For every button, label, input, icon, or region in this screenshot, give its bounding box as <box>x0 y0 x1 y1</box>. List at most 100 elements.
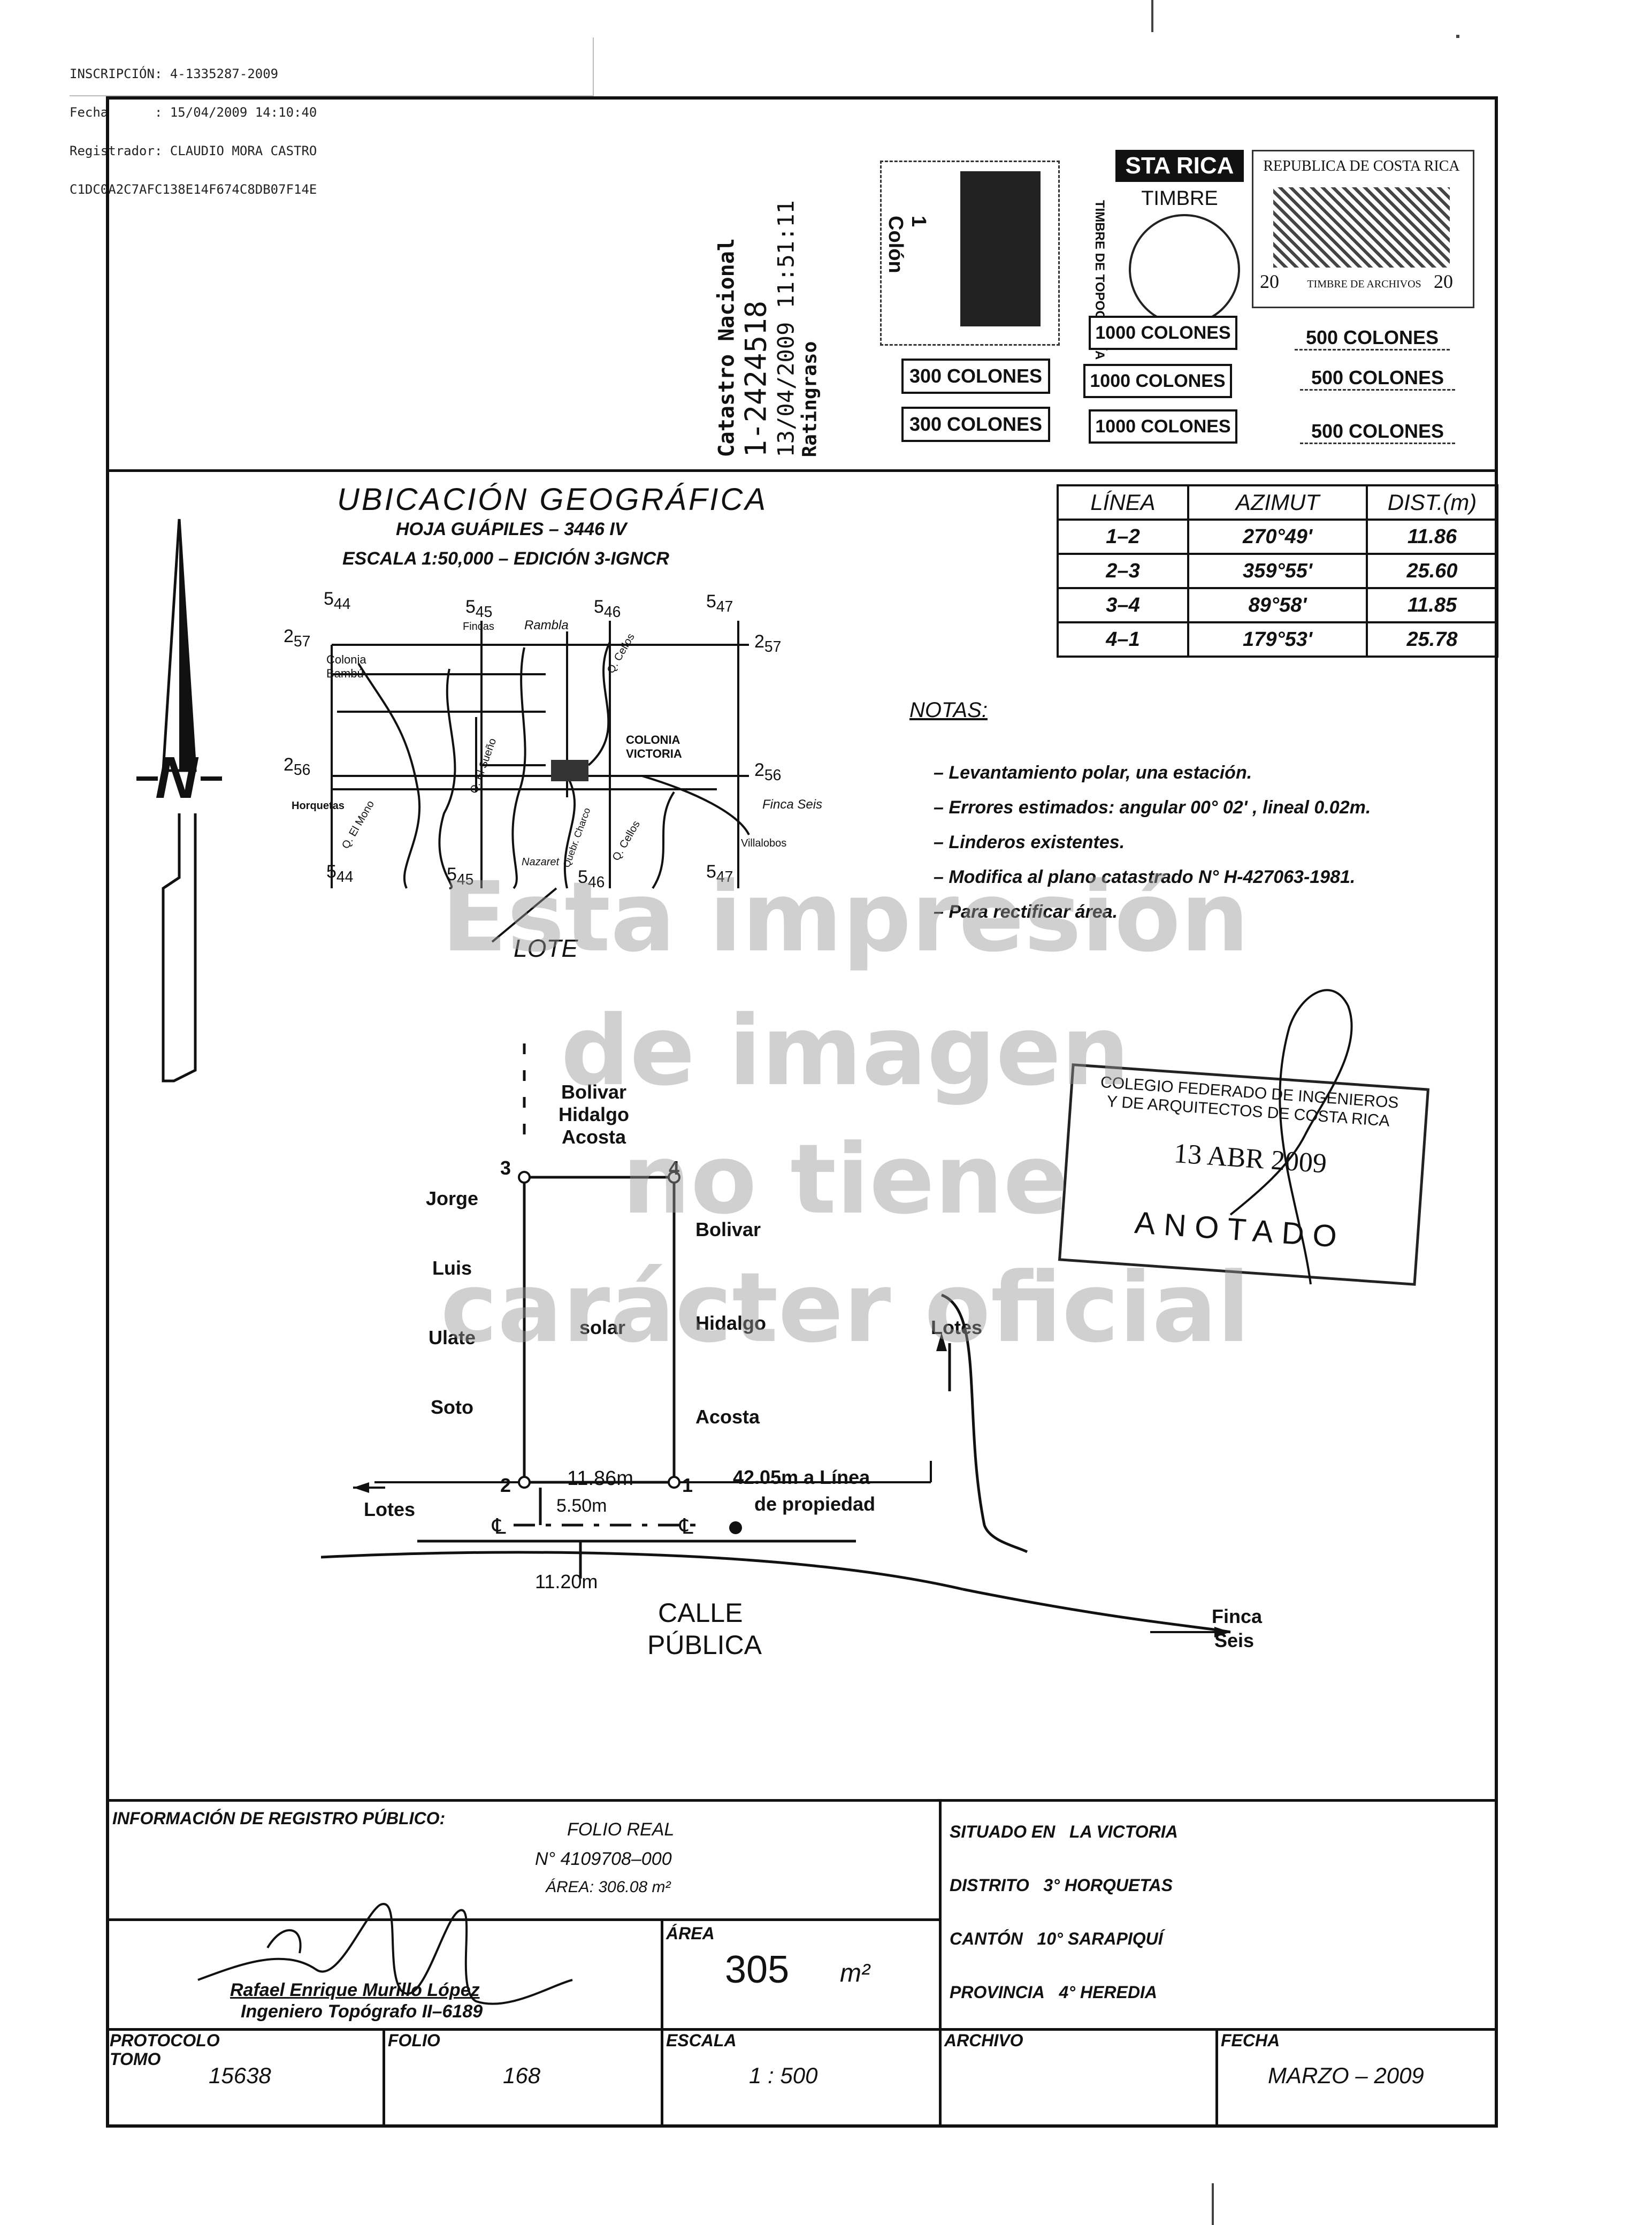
note-item: – Para rectificar área. <box>934 902 1118 922</box>
escala-value: 1 : 500 <box>749 2063 818 2088</box>
value-text: 3° HORQUETAS <box>1043 1876 1173 1895</box>
grid-num: 2 <box>754 631 764 652</box>
cell: 270°49' <box>1187 519 1368 555</box>
cell: 179°53' <box>1187 621 1368 658</box>
registro-label: INFORMACIÓN DE REGISTRO PÚBLICO: <box>112 1809 446 1828</box>
catastro-date: 13/04/2009 11:51:11 <box>773 200 799 458</box>
grid-num: 5 <box>324 589 334 609</box>
vertex-1: 1 <box>682 1474 693 1496</box>
grid-num: 5 <box>706 591 716 612</box>
grid-num: 5 <box>447 864 457 885</box>
lotes-right: Lotes <box>931 1316 983 1338</box>
table-row: 2–3 359°55' 25.60 <box>1057 553 1498 589</box>
stamp-amount: 1000 COLONES <box>1089 316 1237 350</box>
cell: 25.60 <box>1366 553 1498 589</box>
scan-mark <box>1151 0 1153 32</box>
tomo-value: 15638 <box>209 2063 271 2088</box>
note-text: Errores estimados: angular 00° 02' , lin… <box>949 797 1371 818</box>
note-item: – Modifica al plano catastrado N° H-4270… <box>934 867 1356 887</box>
cell: 4–1 <box>1057 621 1189 658</box>
vertex-3: 3 <box>500 1157 511 1179</box>
tb-divider <box>106 2028 1498 2031</box>
stamp-title: TIMBRE <box>1141 187 1218 210</box>
grid-label: 256 <box>754 760 781 784</box>
scan-dot <box>1456 35 1459 38</box>
neighbor-line: Soto <box>431 1396 473 1418</box>
catastro-number: 1-2424518 <box>739 300 773 458</box>
note-item: – Errores estimados: angular 00° 02' , l… <box>934 797 1371 818</box>
grid-label: 256 <box>284 755 310 779</box>
label-text: DISTRITO <box>950 1876 1029 1895</box>
stamp-num: 20 <box>1434 271 1453 292</box>
signature-loop <box>1229 989 1353 1285</box>
place-label: Finca Seis <box>762 797 823 812</box>
grid-num: 5 <box>594 597 604 617</box>
centerline-symbol: ℄ <box>679 1515 693 1538</box>
provincia-label: PROVINCIA 4° HEREDIA <box>950 1983 1157 2002</box>
grid-num-sub: 56 <box>764 766 782 784</box>
grid-label: 545 <box>447 864 473 889</box>
fecha-line: Fecha : 15/04/2009 14:10:40 <box>70 105 317 120</box>
neighbor-line: Hidalgo <box>695 1312 766 1334</box>
label-text: SITUADO EN <box>950 1822 1056 1841</box>
header-divider-v <box>593 37 594 96</box>
area-label: ÁREA <box>666 1924 715 1943</box>
location-sheet: HOJA GUÁPILES – 3446 IV <box>396 519 627 539</box>
grid-num-sub: 57 <box>293 633 311 650</box>
neighbor-line: Bolivar <box>695 1218 761 1240</box>
cell: 11.86 <box>1366 519 1498 555</box>
grid-label: 544 <box>324 589 350 613</box>
lote-label: LOTE <box>514 934 578 962</box>
neighbor-line: Hidalgo <box>559 1103 629 1125</box>
grid-label: 546 <box>594 597 621 621</box>
scan-mark <box>1212 2183 1214 2225</box>
note-text: Para rectificar área. <box>949 902 1118 922</box>
value-text: LA VICTORIA <box>1069 1822 1178 1841</box>
table-row: 4–1 179°53' 25.78 <box>1057 621 1498 658</box>
seal-icon <box>1129 214 1240 325</box>
col-header: DIST.(m) <box>1366 484 1498 521</box>
street-label-2: PÚBLICA <box>647 1630 762 1660</box>
col-header: AZIMUT <box>1187 484 1368 521</box>
grid-num: 2 <box>284 755 294 775</box>
colegio-logo-icon <box>960 171 1041 326</box>
note-text: Levantamiento polar, una estación. <box>949 763 1252 783</box>
grid-num: 5 <box>465 597 476 617</box>
grid-label: 547 <box>706 862 733 886</box>
lot-center-label: solar <box>579 1316 626 1338</box>
neighbor-north: Bolivar Hidalgo Acosta <box>556 1081 631 1148</box>
situado-label: SITUADO EN LA VICTORIA <box>950 1822 1178 1842</box>
grid-num-sub: 47 <box>716 868 733 886</box>
grid-label: 546 <box>578 867 605 891</box>
distrito-label: DISTRITO 3° HORQUETAS <box>950 1876 1173 1895</box>
centerline-symbol: ℄ <box>492 1515 506 1538</box>
vertex-4: 4 <box>669 1157 680 1179</box>
fecha-label: FECHA <box>1221 2031 1280 2050</box>
place-label: Villalobos <box>741 837 787 849</box>
fiscal-stamp-300: 1 Colón 300 COLONES 300 COLONES <box>880 161 1060 444</box>
cell: 3–4 <box>1057 587 1189 623</box>
registered-area: ÁREA: 306.08 m² <box>546 1878 671 1896</box>
inscripcion-line: INSCRIPCIÓN: 4-1335287-2009 <box>70 66 279 81</box>
protocolo-label: PROTOCOLO <box>110 2031 220 2050</box>
bottom-distance: 11.86m <box>567 1467 633 1490</box>
stamp-amount: 300 COLONES <box>901 407 1050 442</box>
road-width-label: 11.20m <box>535 1571 598 1592</box>
place-label: Rambla <box>524 618 569 633</box>
stamp-row-divider <box>106 469 1498 472</box>
place-label: Horquetas <box>292 800 345 812</box>
grid-label: 257 <box>284 626 310 651</box>
col-header: LÍNEA <box>1057 484 1189 521</box>
grid-label: 545 <box>465 597 492 621</box>
cell: 2–3 <box>1057 553 1189 589</box>
folio-value: 168 <box>503 2063 541 2088</box>
stamp-title: REPUBLICA DE COSTA RICA <box>1263 158 1460 174</box>
label-text: CANTÓN <box>950 1929 1023 1948</box>
cell: 359°55' <box>1187 553 1368 589</box>
note-text: Modifica al plano catastrado N° H-427063… <box>949 867 1356 887</box>
grid-label: 547 <box>706 591 733 616</box>
stamp-num: 20 <box>1260 271 1279 292</box>
watermark-line: Esta impresión <box>441 862 1249 973</box>
note-item: – Levantamiento polar, una estación. <box>934 763 1252 783</box>
fecha-value: MARZO – 2009 <box>1268 2063 1424 2088</box>
